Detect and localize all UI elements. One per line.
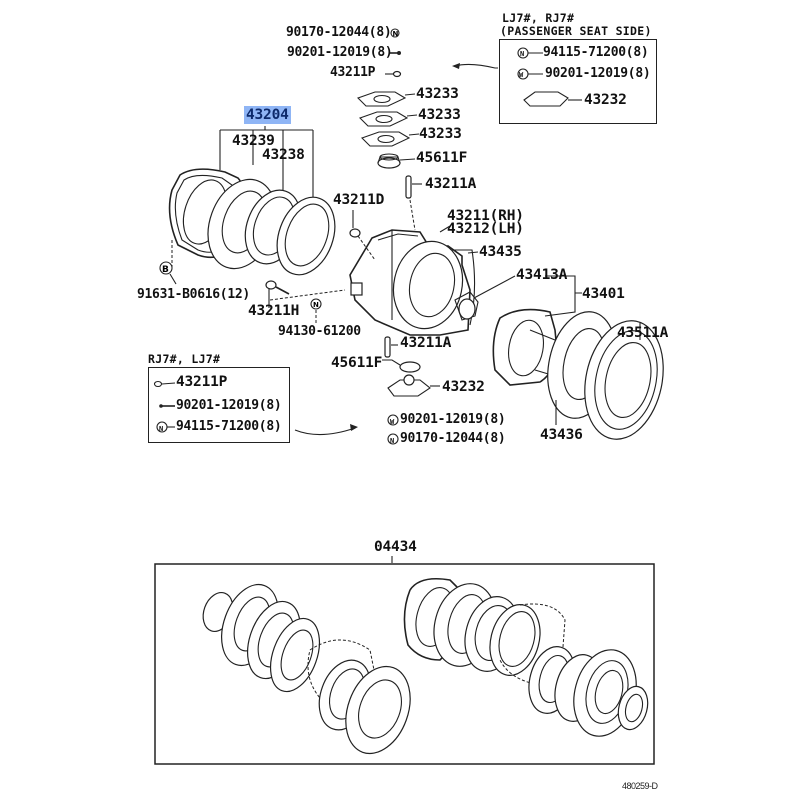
passenger-inset-item-94115[interactable]: 94115-71200(8)	[543, 45, 649, 60]
drawing-id: 480259-D	[622, 781, 658, 791]
passenger-inset-title-line2: (PASSENGER SEAT SIDE)	[500, 24, 652, 38]
nut-43211D	[349, 210, 376, 261]
part-label-43211D[interactable]: 43211D	[333, 192, 385, 208]
gasket-43233-b	[358, 111, 418, 127]
kit-box-frame	[154, 563, 655, 765]
passenger-inset-item-43232[interactable]: 43232	[584, 92, 627, 108]
part-label-43233-b[interactable]: 43233	[418, 107, 461, 123]
part-label-43413A[interactable]: 43413A	[516, 267, 568, 283]
part-label-43435[interactable]: 43435	[479, 244, 522, 260]
washer-94130: N	[310, 298, 322, 325]
part-label-43436[interactable]: 43436	[540, 427, 583, 443]
b-marker-circle	[159, 261, 173, 275]
part-label-43233-a[interactable]: 43233	[416, 86, 459, 102]
cap-45611F-bottom	[382, 359, 421, 373]
driver-inset-box	[148, 367, 290, 443]
part-label-43511A[interactable]: 43511A	[617, 325, 669, 341]
driver-inset-icons	[153, 380, 176, 433]
part-label-43238[interactable]: 43238	[262, 147, 305, 163]
ring-outer	[276, 196, 336, 276]
stud-43211A-bottom	[384, 336, 398, 358]
spindle-43413A	[454, 275, 516, 321]
b-marker: B	[162, 265, 169, 275]
w-marker-icon: W	[519, 71, 524, 79]
svg-text:N: N	[313, 301, 319, 309]
w-marker-icon: W	[390, 418, 395, 426]
gasket-43233-c	[360, 131, 420, 147]
part-label-04434[interactable]: 04434	[374, 539, 417, 555]
driver-inset-item-94115[interactable]: 94115-71200(8)	[176, 419, 282, 434]
part-label-43232-bottom[interactable]: 43232	[442, 379, 485, 395]
passenger-inset-item-90201[interactable]: 90201-12019(8)	[545, 66, 651, 81]
part-label-43211A[interactable]: 43211A	[425, 176, 477, 192]
kit-parts-left	[202, 583, 411, 755]
part-label-90201-12019[interactable]: 90201-12019(8)	[287, 45, 393, 60]
passenger-inset-box	[499, 39, 657, 124]
kit-parts-right	[403, 577, 649, 737]
stud-43211A	[405, 175, 422, 231]
part-label-43204[interactable]: 43204	[244, 106, 291, 124]
part-label-43212-lh[interactable]: 43212(LH)	[447, 221, 524, 237]
driver-inset-title: RJ7#, LJ7#	[148, 352, 221, 366]
part-label-43211P[interactable]: 43211P	[330, 65, 376, 80]
n-marker-icon: N	[520, 50, 525, 58]
part-label-43211H[interactable]: 43211H	[248, 303, 300, 319]
bolt-icon	[389, 51, 401, 55]
part-label-45611F-bottom[interactable]: 45611F	[331, 355, 383, 371]
bracket-43401	[544, 275, 582, 317]
driver-inset-item-90201[interactable]: 90201-12019(8)	[176, 398, 282, 413]
part-label-43211A-bottom[interactable]: 43211A	[400, 335, 452, 351]
n-marker-icon: N	[159, 425, 164, 433]
pad-43232-bottom	[387, 374, 440, 397]
bracket-43204	[219, 126, 314, 210]
part-label-43233-c[interactable]: 43233	[419, 126, 462, 142]
passenger-inset-title-line1: LJ7#, RJ7#	[502, 11, 575, 25]
nut-icon	[385, 70, 402, 78]
gasket-43233-a	[356, 91, 416, 107]
part-label-91631-B0616[interactable]: 91631-B0616(12)	[137, 287, 250, 302]
part-label-90201-12019-bottom[interactable]: 90201-12019(8)	[400, 412, 506, 427]
highlighted-part[interactable]: 43204	[244, 106, 291, 124]
bolt-43211H	[265, 280, 290, 308]
reference-arrow	[454, 63, 498, 69]
steering-knuckle-43211	[269, 225, 471, 336]
passenger-inset-icons	[517, 47, 582, 107]
part-label-43211-rh[interactable]: 43211(RH)	[447, 208, 524, 224]
part-label-90170-12044[interactable]: 90170-12044(8)	[286, 25, 392, 40]
svg-text:N: N	[393, 30, 399, 38]
part-label-43401[interactable]: 43401	[582, 286, 625, 302]
washer-icon: N	[390, 28, 400, 38]
n-marker-icon: N	[390, 437, 395, 445]
reference-arrow	[294, 427, 356, 436]
part-label-90170-12044-bottom[interactable]: 90170-12044(8)	[400, 431, 506, 446]
part-label-45611F[interactable]: 45611F	[416, 150, 468, 166]
oil-seal-43511A	[584, 320, 664, 440]
driver-inset-item-43211P[interactable]: 43211P	[176, 374, 228, 390]
cap-45611F	[377, 153, 416, 169]
part-label-94130-61200[interactable]: 94130-61200	[278, 324, 361, 339]
part-label-43239[interactable]: 43239	[232, 133, 275, 149]
